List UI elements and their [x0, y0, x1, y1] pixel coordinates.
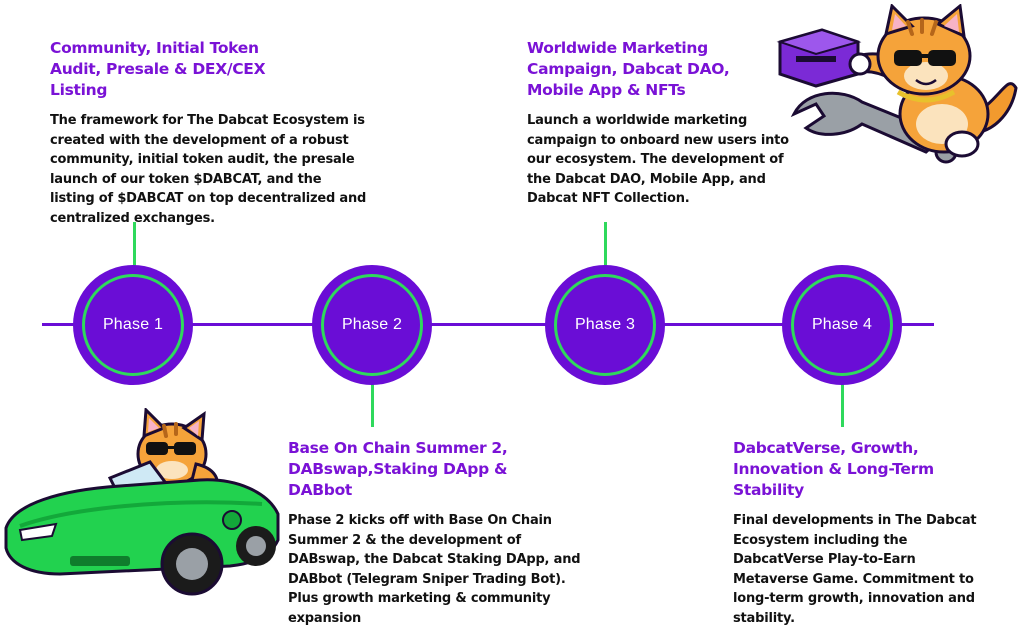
phase-label: Phase 4 [811, 316, 873, 333]
milestone-description: Final developments in The Dabcat Ecosyst… [733, 513, 977, 626]
milestone-1: Community, Initial Token Audit, Presale … [50, 38, 380, 228]
phase-ring [82, 274, 184, 376]
phase-label: Phase 3 [574, 316, 636, 333]
cat-with-wrench-illustration [776, 4, 1018, 164]
phase-1-node: Phase 1 [73, 265, 193, 385]
phase-label: Phase 1 [102, 316, 164, 333]
connector-phase-1 [133, 222, 136, 267]
connector-phase-3 [604, 222, 607, 267]
phase-2-node: Phase 2 [312, 265, 432, 385]
milestone-title: Community, Initial Token Audit, Presale … [50, 39, 266, 99]
milestone-description: The framework for The Dabcat Ecosystem i… [50, 113, 367, 226]
milestone-title: DabcatVerse, Growth, Innovation & Long-T… [733, 439, 934, 499]
phase-ring [321, 274, 423, 376]
phase-4-node: Phase 4 [782, 265, 902, 385]
phase-label: Phase 2 [341, 316, 403, 333]
milestone-3: Worldwide Marketing Campaign, Dabcat DAO… [527, 38, 812, 209]
connector-phase-2 [371, 382, 374, 427]
phase-ring [554, 274, 656, 376]
milestone-description: Phase 2 kicks off with Base On Chain Sum… [288, 513, 581, 626]
milestone-title: Base On Chain Summer 2, DABswap,Staking … [288, 439, 508, 499]
phase-3-node: Phase 3 [545, 265, 665, 385]
cat-in-green-sports-car-illustration [4, 408, 280, 596]
milestone-description: Launch a worldwide marketing campaign to… [527, 113, 789, 206]
timeline-line [42, 323, 934, 326]
phase-ring [791, 274, 893, 376]
milestone-4: DabcatVerse, Growth, Innovation & Long-T… [733, 438, 1013, 628]
milestone-2: Base On Chain Summer 2, DABswap,Staking … [288, 438, 598, 628]
connector-phase-4 [841, 382, 844, 427]
milestone-title: Worldwide Marketing Campaign, Dabcat DAO… [527, 39, 730, 99]
